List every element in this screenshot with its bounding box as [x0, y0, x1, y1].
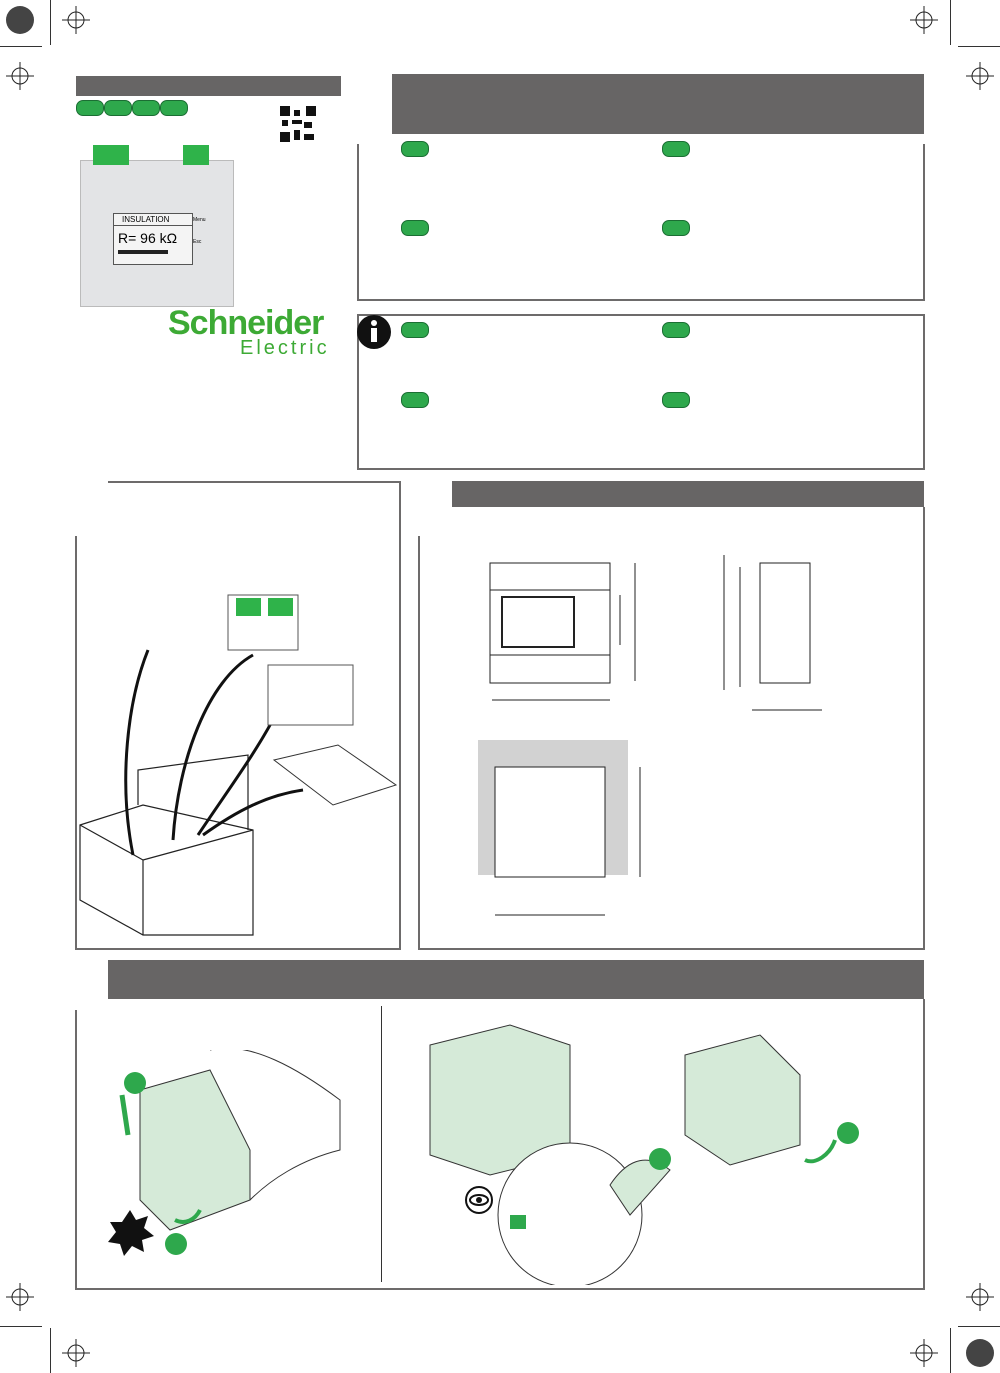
badge: [401, 392, 429, 408]
unpacking-panel: [75, 481, 401, 950]
divider: [381, 1006, 382, 1282]
brand-logo: Schneider Electric: [168, 304, 330, 360]
warning-box: [357, 144, 925, 301]
badge: [662, 322, 690, 338]
crop-mark: [950, 1328, 951, 1373]
badge: [662, 392, 690, 408]
badge: [662, 141, 690, 157]
menu-button: Menu: [193, 217, 206, 223]
device-display: INSULATION R= 96 kΩ: [113, 213, 193, 265]
crop-mark: [950, 0, 951, 45]
mounting-header: [108, 960, 924, 999]
logo-line2: Electric: [240, 337, 330, 359]
device-photo: INSULATION R= 96 kΩ Menu Esc: [80, 145, 234, 307]
eye-icon: [465, 1186, 493, 1214]
esc-button: Esc: [193, 239, 202, 245]
info-icon: [357, 315, 391, 349]
removal-illustration: [429, 1024, 859, 1285]
logo-line1: Schneider: [168, 304, 324, 342]
crop-mark: [958, 1326, 1000, 1327]
terminal-block: [183, 145, 209, 165]
screen-reading: R= 96 kΩ: [118, 230, 178, 246]
crop-mark: [50, 1328, 51, 1373]
badge: [401, 141, 429, 157]
badge: [76, 100, 104, 116]
badge: [401, 220, 429, 236]
dimensions-header: [452, 481, 924, 507]
badge: [132, 100, 160, 116]
screen-title: INSULATION: [114, 214, 192, 226]
info-box: [357, 314, 925, 470]
header-bar: [392, 74, 924, 134]
crop-mark: [958, 46, 1000, 47]
badge: [662, 220, 690, 236]
crop-mark: [0, 46, 42, 47]
badge: [401, 322, 429, 338]
mounting-illustration: [108, 1050, 341, 1256]
terminal-block: [93, 145, 129, 165]
title-bar: [76, 76, 341, 96]
crop-mark: [50, 0, 51, 45]
dimension-drawings: [478, 555, 822, 916]
unpacking-illustration: [79, 594, 398, 936]
badge: [104, 100, 132, 116]
badge: [160, 100, 188, 116]
qr-code-icon: [280, 106, 316, 142]
crop-mark: [0, 1326, 42, 1327]
